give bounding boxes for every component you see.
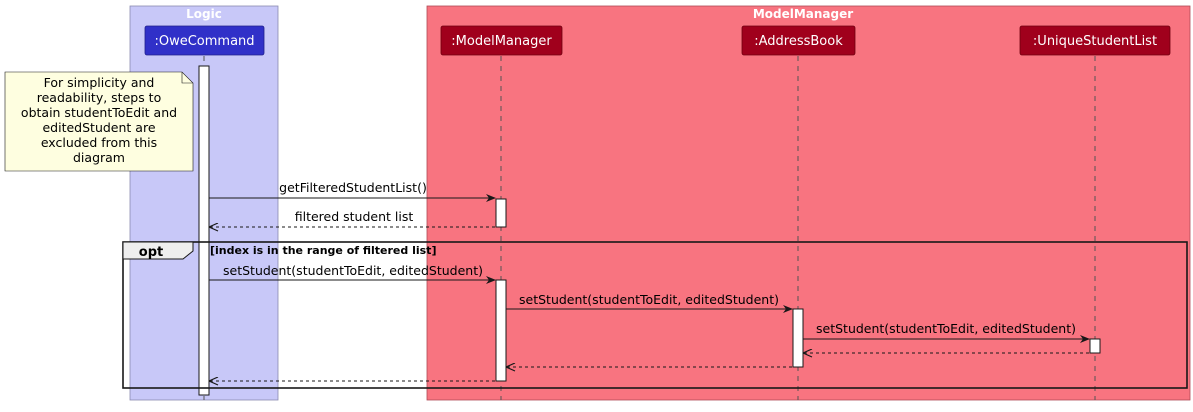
message-get-filtered-student-list: getFilteredStudentList() xyxy=(209,180,496,202)
note-line: obtain studentToEdit and xyxy=(21,105,177,120)
message-set-student-address-book: setStudent(studentToEdit, editedStudent) xyxy=(506,292,793,313)
participant-address-book: :AddressBook xyxy=(741,25,856,56)
participant-owe-command: :OweCommand xyxy=(144,25,265,56)
participant-unique-student-list: :UniqueStudentList xyxy=(1019,25,1171,56)
note-line: readability, steps to xyxy=(37,90,161,105)
participant-unique-student-list-label: :UniqueStudentList xyxy=(1033,34,1157,49)
opt-frame-guard: [index is in the range of filtered list] xyxy=(210,244,436,257)
model-manager-box-title: ModelManager xyxy=(753,7,853,21)
return-filtered-student-list: filtered student list xyxy=(210,209,495,227)
model-manager-activation-1 xyxy=(495,198,507,228)
participant-address-book-label: :AddressBook xyxy=(754,34,843,49)
message-set-student-model-manager: setStudent(studentToEdit, editedStudent) xyxy=(209,263,496,284)
participant-owe-command-label: :OweCommand xyxy=(154,34,254,49)
address-book-activation xyxy=(792,308,804,368)
note-line: editedStudent are xyxy=(42,120,155,135)
note-line: excluded from this xyxy=(41,135,157,150)
message-label: setStudent(studentToEdit, editedStudent) xyxy=(519,292,779,307)
message-label: setStudent(studentToEdit, editedStudent) xyxy=(223,263,483,278)
participant-model-manager: :ModelManager xyxy=(440,25,563,56)
unique-student-list-activation xyxy=(1089,338,1101,354)
message-label: getFilteredStudentList() xyxy=(279,180,427,195)
model-manager-activation-2 xyxy=(495,279,507,382)
message-set-student-unique-student-list: setStudent(studentToEdit, editedStudent) xyxy=(803,321,1090,343)
return-label: filtered student list xyxy=(295,209,414,224)
note-line: For simplicity and xyxy=(44,75,155,90)
model-manager-box: ModelManager xyxy=(426,5,1191,401)
note-line: diagram xyxy=(73,150,125,165)
owe-command-activation xyxy=(198,65,210,396)
participant-model-manager-label: :ModelManager xyxy=(451,34,552,49)
opt-frame-label: opt xyxy=(139,245,163,260)
note: For simplicity and readability, steps to… xyxy=(4,71,194,172)
logic-box-title: Logic xyxy=(186,7,222,21)
opt-frame: opt [index is in the range of filtered l… xyxy=(122,241,1188,389)
message-label: setStudent(studentToEdit, editedStudent) xyxy=(816,321,1076,336)
